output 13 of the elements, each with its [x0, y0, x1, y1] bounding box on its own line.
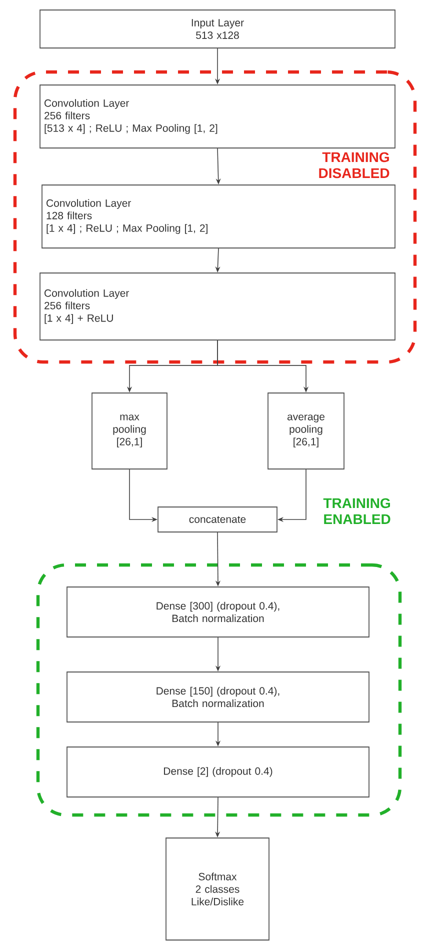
group-heading: TRAINING ENABLED: [323, 498, 390, 524]
layer-box: average pooling [26,1]: [268, 392, 344, 470]
layer-box: Input Layer 513 x128: [40, 10, 396, 48]
layer-box: Dense [300] (dropout 0.4), Batch normalization: [66, 586, 370, 638]
group-heading: TRAINING DISABLED: [319, 152, 390, 178]
layer-box: concatenate: [158, 506, 278, 532]
layer-box: max pooling [26,1]: [92, 392, 168, 470]
layer-box: Convolution Layer 256 filters [513 x 4] ; ReLU ; Max Pooling [1, 2]: [40, 84, 396, 148]
layer-box: Dense [2] (dropout 0.4): [66, 746, 370, 798]
layer-box: Dense [150] (dropout 0.4), Batch normalization: [66, 672, 370, 722]
layer-box: Softmax 2 classes Like/Dislike: [166, 838, 270, 940]
layer-box: Convolution Layer 128 filters [1 x 4] ; ReLU ; Max Pooling [1, 2]: [42, 184, 396, 248]
layer-box: Convolution Layer 256 filters [1 x 4] + ReLU: [40, 272, 396, 340]
